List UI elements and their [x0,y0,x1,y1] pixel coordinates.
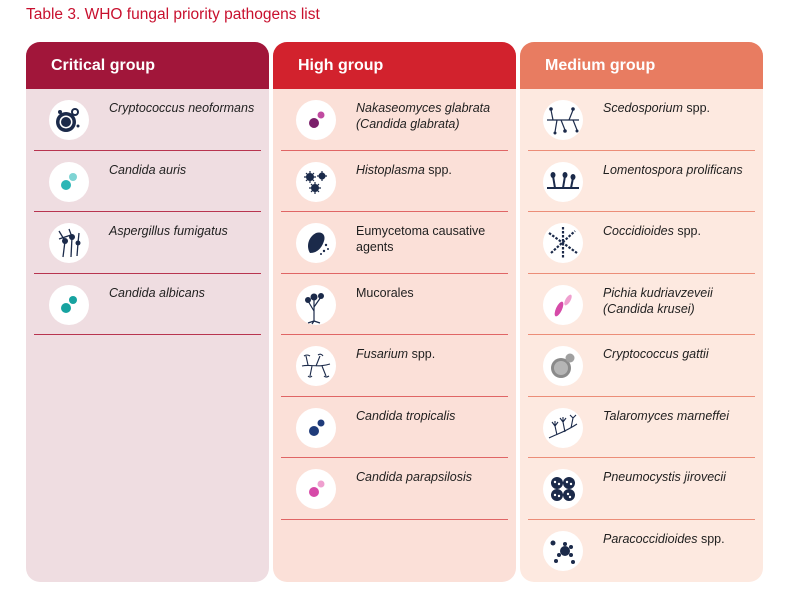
candida-icon [296,469,336,509]
lomentospora-icon [543,161,583,202]
pathogen-name: Eumycetoma causative agents [356,224,486,254]
cryptococcus-icon [543,346,583,386]
pathogen-name: Coccidioides [603,224,674,238]
pathogen-name: Nakaseomyces glabrata [356,101,491,115]
list-item: Histoplasma spp. [281,151,508,212]
list-item: Candida auris [34,151,261,212]
cryptococcus-icon [49,100,89,140]
critical-group-header: Critical group [26,42,269,89]
list-item: Talaromyces marneffei [528,397,755,458]
talaromyces-icon [543,407,583,448]
pathogen-suffix: spp. [673,224,701,238]
pathogen-suffix: spp. [697,531,725,546]
pathogen-name: Pneumocystis jirovecii [603,470,726,484]
list-item: Pichia kudriavzeveii(Candida krusei) [528,274,755,335]
fusarium-icon [296,346,336,386]
pathogen-name: Candida tropicalis [356,408,456,423]
list-item: Eumycetoma causative agents [281,212,508,274]
pathogen-name: Cryptococcus neoformans [109,101,255,115]
medium-group-column: Medium group Scedosporium spp. Lomentosp… [520,42,763,582]
pathogen-name: Candida albicans [109,285,205,300]
candida-icon [49,161,89,202]
pathogen-suffix: spp. [424,162,452,177]
pathogen-name: Cryptococcus gattii [603,347,709,361]
paracoccidioides-icon [543,530,583,571]
eumycetoma-icon [296,223,336,263]
list-item: Fusarium spp. [281,335,508,397]
scedosporium-icon [543,100,583,140]
list-item: Candida parapsilosis [281,458,508,520]
pichia-icon [543,284,583,325]
pathogen-synonym: (Candida glabrata) [356,117,460,131]
pathogen-name: Candida parapsilosis [356,470,473,484]
list-item: Mucorales [281,274,508,335]
pathogen-name: Histoplasma [356,162,425,177]
medium-group-header: Medium group [520,42,763,89]
yeast-icon [296,100,336,140]
coccidioides-icon [543,223,583,263]
pathogen-name: Candida auris [109,162,187,177]
pathogen-name: Mucorales [356,285,414,300]
list-item: Coccidioides spp. [528,212,755,274]
pathogen-suffix: spp. [408,347,436,361]
pathogen-name: Fusarium [356,347,409,361]
critical-group-column: Critical group Cryptococcus neoformans C… [26,42,269,582]
high-group-header: High group [273,42,516,89]
mucorales-icon [296,284,336,325]
candida-icon [49,284,89,325]
list-item: Scedosporium spp. [528,89,755,151]
pathogen-name: Pichia kudriavzeveii [603,285,713,300]
list-item: Cryptococcus gattii [528,335,755,397]
pathogen-name: Paracoccidioides [603,531,698,546]
list-item: Aspergillus fumigatus [34,212,261,274]
list-item: Nakaseomyces glabrata (Candida glabrata) [281,89,508,151]
list-item: Candida albicans [34,274,261,335]
list-item: Pneumocystis jirovecii [528,458,755,520]
candida-icon [296,407,336,448]
pneumocystis-icon [543,469,583,509]
list-item: Lomentospora prolificans [528,151,755,212]
pathogen-name: Talaromyces marneffei [603,408,729,423]
list-item: Cryptococcus neoformans [34,89,261,151]
histoplasma-icon [296,161,336,202]
pathogen-name: Scedosporium [603,101,683,115]
pathogen-synonym: (Candida krusei) [603,301,695,316]
high-group-column: High group Nakaseomyces glabrata (Candida… [273,42,516,582]
table-caption: Table 3. WHO fungal priority pathogens l… [26,6,320,23]
pathogen-name: Aspergillus fumigatus [109,224,228,238]
pathogen-suffix: spp. [682,101,711,115]
list-item: Candida tropicalis [281,397,508,458]
list-item: Paracoccidioides spp. [528,520,755,582]
pathogen-name: Lomentospora prolificans [603,162,743,177]
aspergillus-icon [49,223,89,263]
